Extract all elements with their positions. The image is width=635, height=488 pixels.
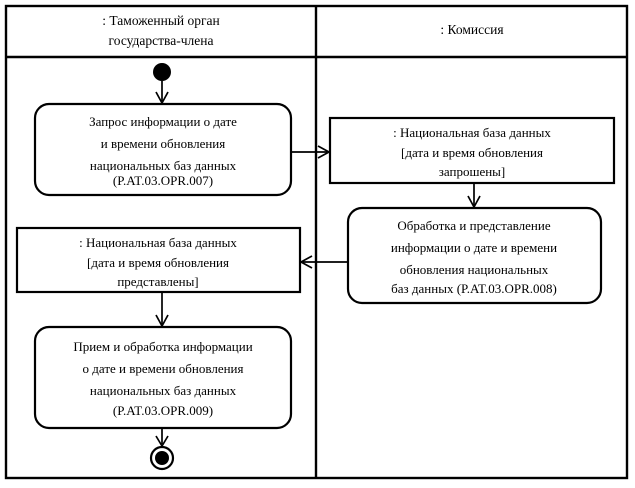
- action-text-code: баз данных (P.AT.03.OPR.008): [391, 281, 557, 296]
- lane-title-line: государства-члена: [109, 33, 214, 48]
- action-text-line: национальных баз данных: [90, 383, 237, 398]
- action-text-line: информации о дате и времени: [391, 240, 557, 255]
- object-node-shape: [15, 226, 302, 294]
- action-process-provide: Обработка и представление информации о д…: [346, 206, 603, 305]
- lane-header-commission: : Комиссия: [440, 22, 503, 37]
- final-node: [149, 445, 175, 471]
- action-request-info: Запрос информации о дате и времени обнов…: [33, 102, 293, 197]
- action-text-line: обновления национальных: [400, 262, 549, 277]
- action-text-line: и времени обновления: [101, 136, 225, 151]
- object-text-line: [дата и время обновления: [401, 145, 543, 160]
- object-text-line: представлены]: [117, 274, 198, 289]
- flow-process-to-object-provided: [299, 255, 348, 269]
- action-text-code: (P.AT.03.OPR.007): [113, 173, 213, 188]
- object-db-requested: : Национальная база данных [дата и время…: [328, 116, 616, 185]
- action-text-line: о дате и времени обновления: [83, 361, 244, 376]
- flow-object-requested-to-process: [467, 183, 481, 209]
- action-text-line: национальных баз данных: [90, 158, 237, 173]
- initial-node: [153, 63, 171, 81]
- flow-object-provided-to-receive: [155, 292, 169, 328]
- final-node-core: [155, 451, 169, 465]
- lane-title-line: : Таможенный орган: [102, 13, 220, 28]
- object-db-provided: : Национальная база данных [дата и время…: [15, 226, 302, 294]
- lane-header-customs-authority: : Таможенный орган государства-члена: [102, 13, 220, 48]
- action-node-shape: [33, 325, 293, 430]
- object-node-shape: [328, 116, 616, 185]
- flow-initial-to-request: [155, 81, 169, 105]
- action-node-shape: [346, 206, 603, 305]
- action-text-line: Прием и обработка информации: [73, 339, 252, 354]
- action-text-line: Запрос информации о дате: [89, 114, 237, 129]
- object-text-line: запрошены]: [439, 164, 506, 179]
- object-text-line: [дата и время обновления: [87, 255, 229, 270]
- lane-title-line: : Комиссия: [440, 22, 503, 37]
- action-text-line: Обработка и представление: [397, 218, 550, 233]
- flow-receive-to-final: [155, 428, 169, 448]
- action-node-shape: [33, 102, 293, 197]
- action-receive-process: Прием и обработка информации о дате и вр…: [33, 325, 293, 430]
- object-text-line: : Национальная база данных: [79, 235, 237, 250]
- flow-request-to-object-requested: [291, 145, 331, 159]
- action-text-code: (P.AT.03.OPR.009): [113, 403, 213, 418]
- object-text-line: : Национальная база данных: [393, 125, 551, 140]
